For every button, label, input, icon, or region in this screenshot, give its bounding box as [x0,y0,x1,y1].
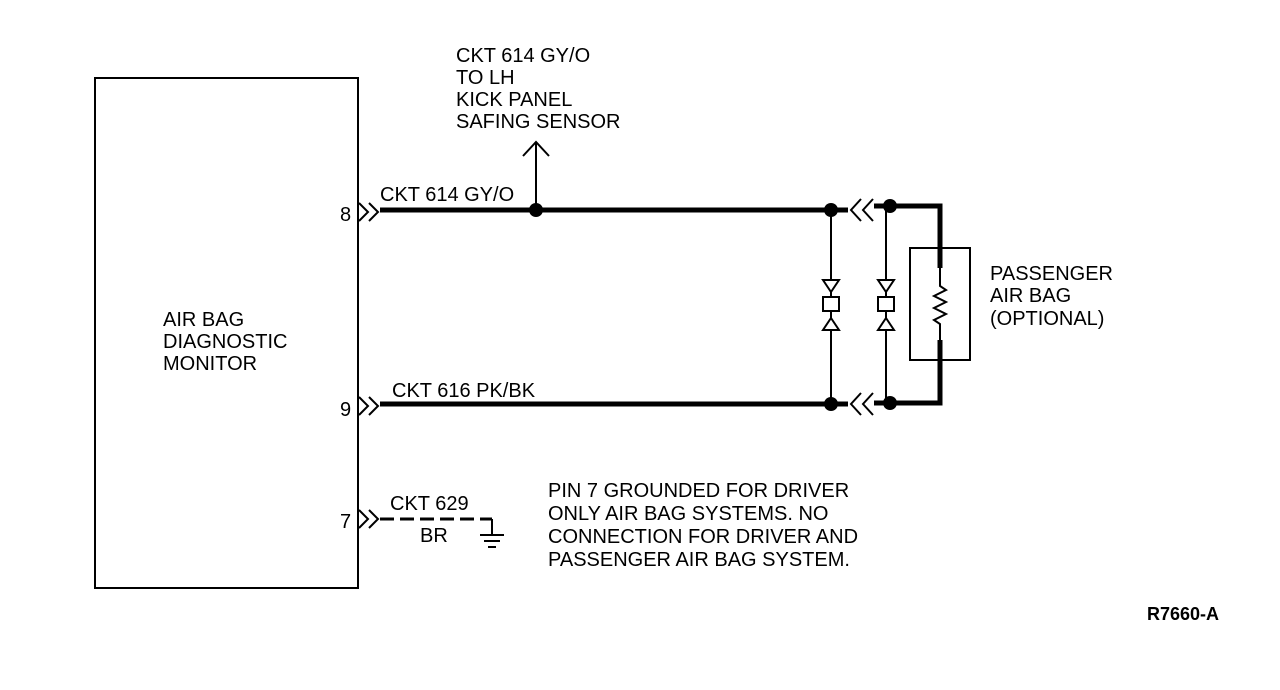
module-label-line-1: AIR BAG [163,309,244,331]
arrow-up-icon [522,140,550,157]
splice-dot-2-top [883,199,897,213]
passenger-airbag-label-1: PASSENGER [990,263,1113,285]
splice-dot-1-top [824,203,838,217]
pin7-note-line-4: PASSENGER AIR BAG SYSTEM. [548,549,850,571]
safing-note-line-3: KICK PANEL [456,89,572,111]
module-label-line-3: MONITOR [163,353,257,375]
ground-icon [480,519,504,548]
ckt-629-label: CKT 629 [390,493,469,515]
pin7-note-line-2: ONLY AIR BAG SYSTEMS. NO [548,503,828,525]
pin7-note-line-3: CONNECTION FOR DRIVER AND [548,526,858,548]
ckt-614-label: CKT 614 GY/O [380,184,514,206]
passenger-feed-wire [874,203,943,268]
safing-note-line-2: TO LH [456,67,515,89]
ckt-616-label: CKT 616 PK/BK [392,380,536,402]
pin-8-connector-icon [358,202,380,222]
pin-8-label: 8 [340,204,351,226]
safing-note-line-4: SAFING SENSOR [456,111,620,133]
ckt-629-color-label: BR [420,525,448,547]
pin7-note-line-1: PIN 7 GROUNDED FOR DRIVER [548,480,849,502]
passenger-return-wire [874,340,943,406]
module-label-line-2: DIAGNOSTIC [163,331,287,353]
reference-number: R7660-A [1147,604,1219,624]
splice-dot-2-bottom [883,396,897,410]
inline-connector-bottom-icon [849,392,874,416]
diagnostic-monitor-box [94,77,359,589]
pin-9-connector-icon [358,396,380,416]
pin-9-label: 9 [340,399,351,421]
diode-clamp-2 [876,206,896,403]
diode-clamp-1 [821,210,841,404]
passenger-airbag-label-2: AIR BAG [990,285,1071,307]
pin-7-connector-icon [358,509,380,529]
passenger-airbag-label-3: (OPTIONAL) [990,308,1104,330]
safing-note-line-1: CKT 614 GY/O [456,45,590,67]
splice-dot-1-bottom [824,397,838,411]
pin-7-label: 7 [340,511,351,533]
resistor-icon [931,268,949,340]
inline-connector-top-icon [849,198,874,222]
passenger-airbag-box [909,247,971,361]
